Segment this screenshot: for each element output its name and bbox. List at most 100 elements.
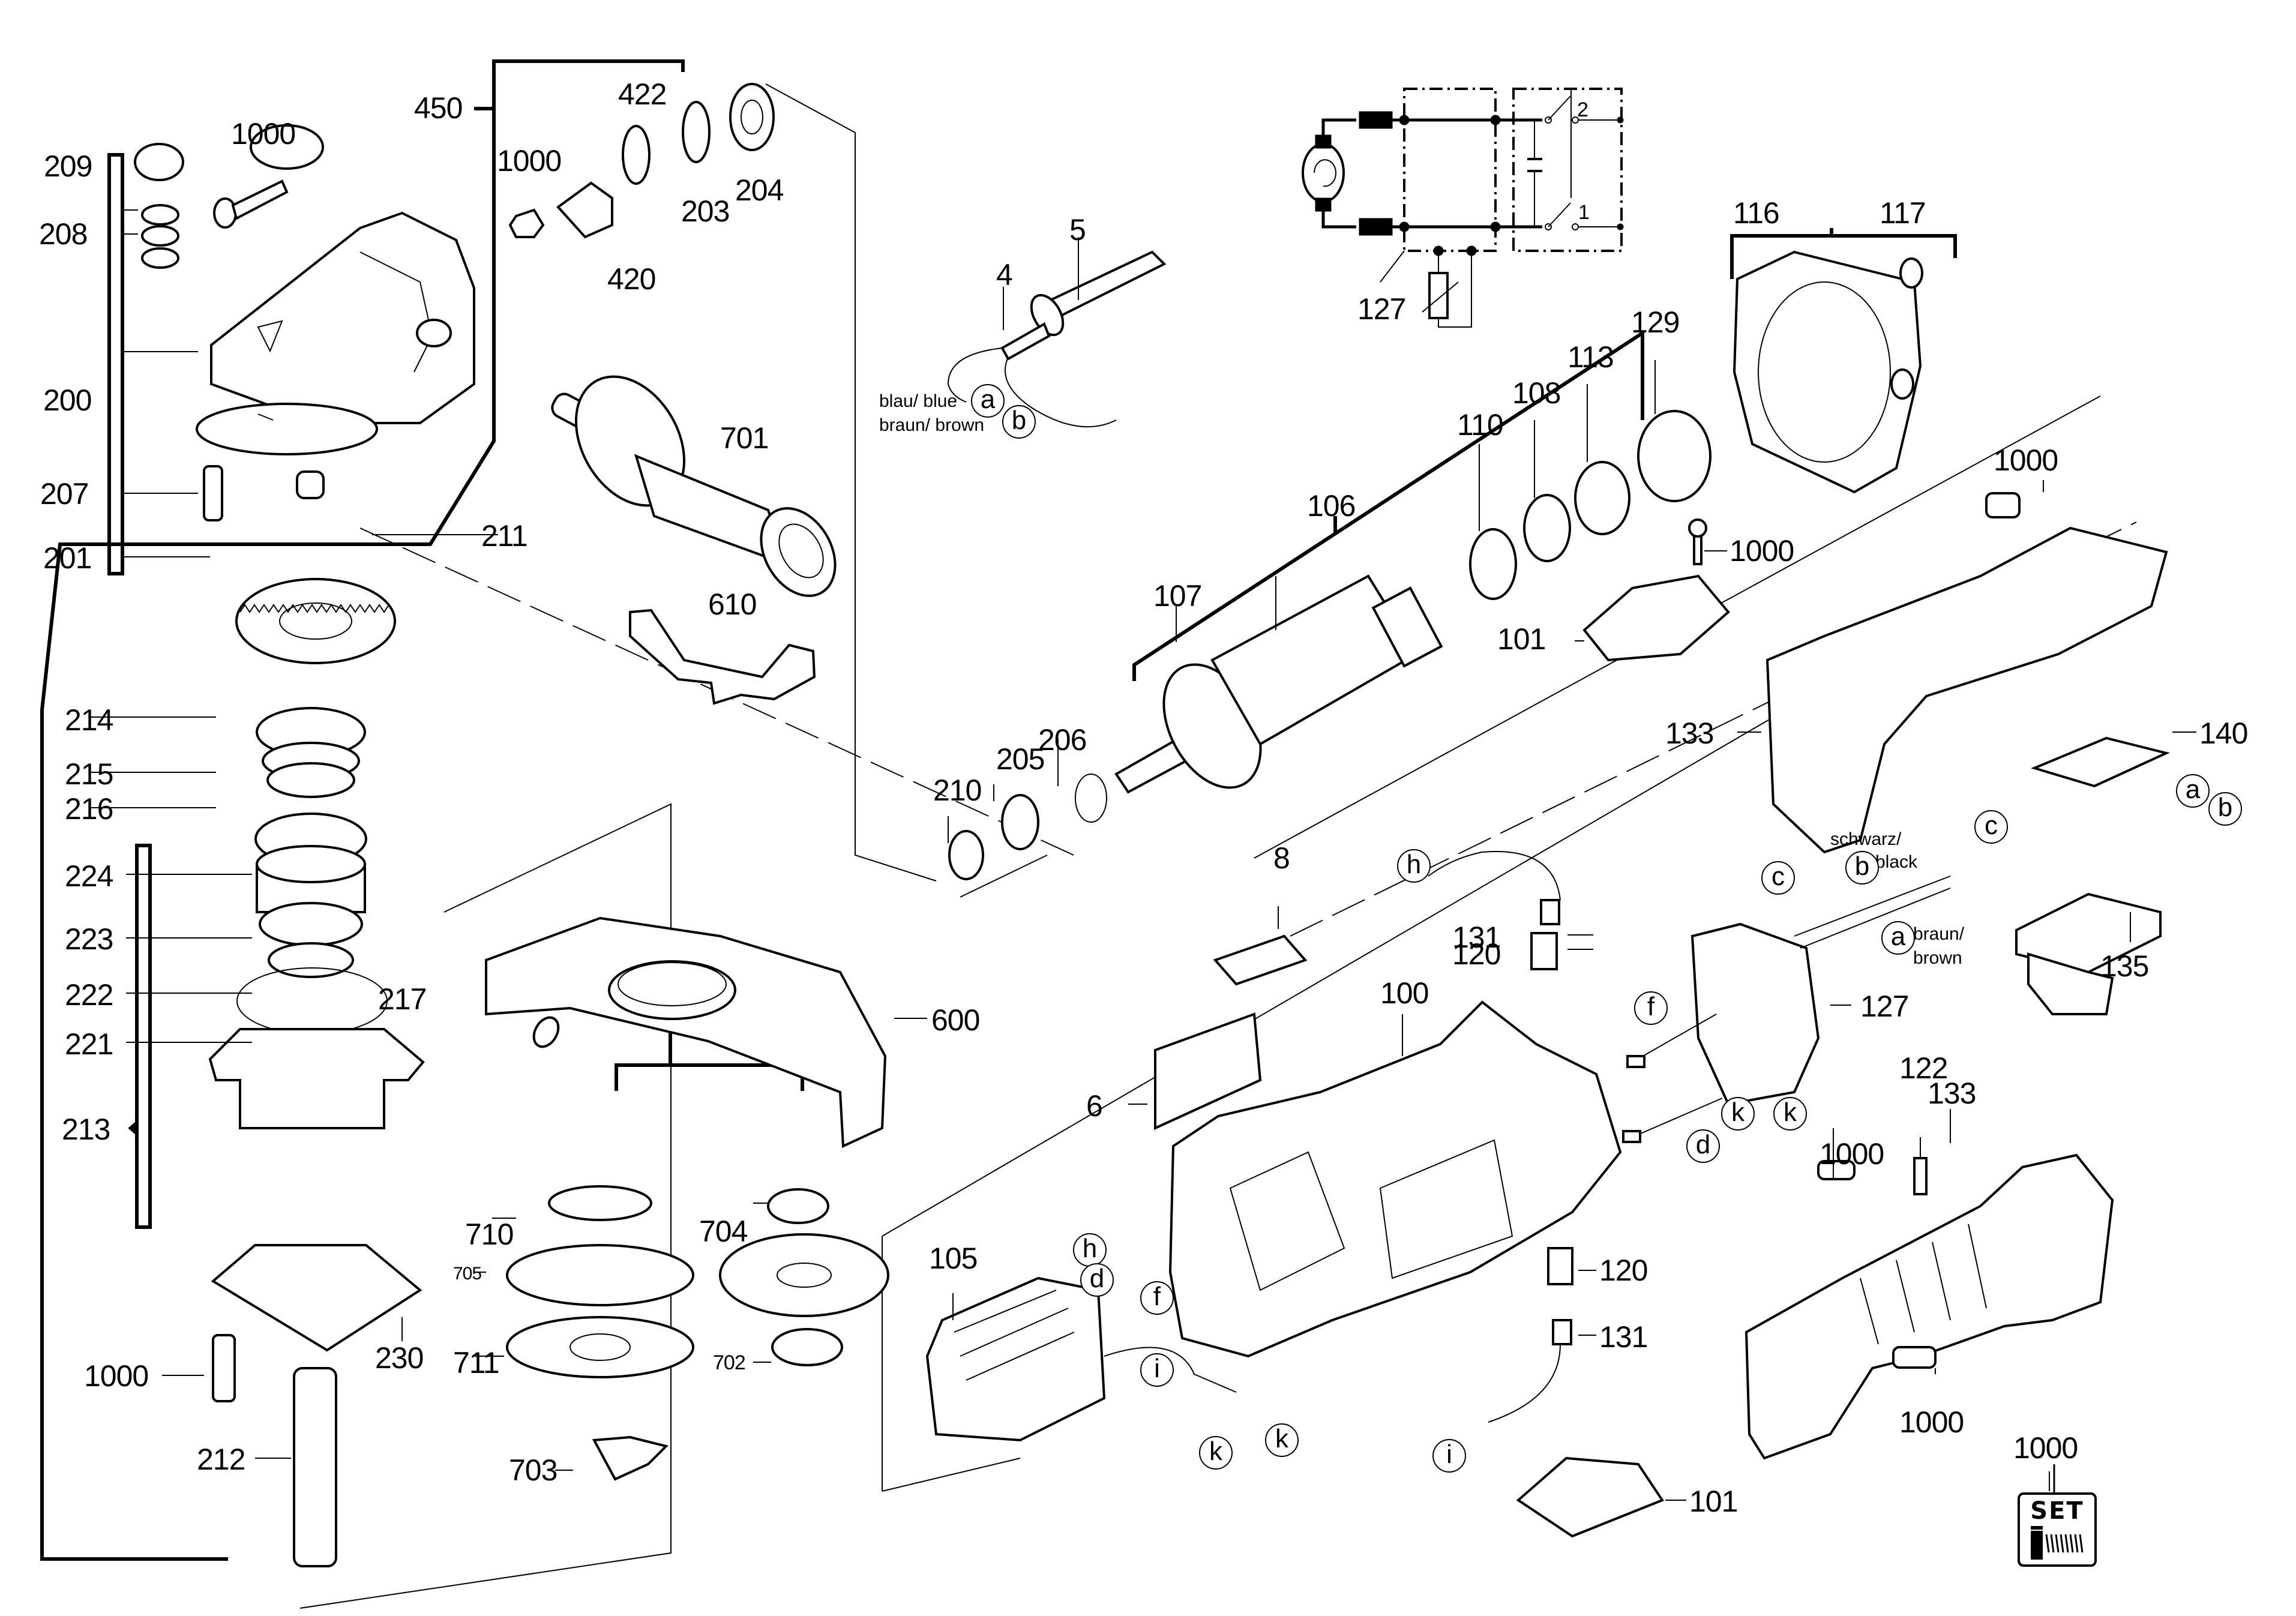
label-204: 204: [735, 173, 784, 207]
label-213: 213: [62, 1113, 110, 1146]
switch-135: [2015, 892, 2162, 1015]
wrench-703: [592, 1435, 669, 1481]
label-120-bottom: 120: [1599, 1254, 1648, 1287]
label-1000-e: 1000: [84, 1359, 149, 1393]
guard-and-accessories: [474, 916, 927, 1481]
electronics-127: [1622, 876, 1951, 1143]
ring-216: [266, 762, 355, 798]
label-221: 221: [65, 1027, 113, 1061]
pin-117: [1899, 257, 1923, 289]
armature-group: [948, 360, 1711, 880]
label-600: 600: [931, 1003, 980, 1037]
marker-k-electronics-1: k: [1721, 1097, 1755, 1131]
pinion-group: [508, 83, 775, 239]
label-200: 200: [43, 383, 92, 417]
label-127-electronics: 127: [1860, 990, 1909, 1023]
label-133-bottom: 133: [1928, 1077, 1976, 1110]
flange-213: [208, 1028, 425, 1129]
brush-131-top: [1540, 899, 1560, 925]
label-230: 230: [375, 1341, 424, 1375]
marker-b-cord: b: [1002, 405, 1036, 439]
nut-704: [767, 1188, 829, 1224]
flange-705: [506, 1244, 694, 1306]
marker-k-electronics-2: k: [1773, 1097, 1807, 1131]
label-1000-d: 1000: [1994, 443, 2058, 477]
bearing-plate-116: [1733, 250, 1923, 494]
label-224: 224: [65, 859, 113, 893]
label-131-bottom: 131: [1599, 1320, 1648, 1354]
side-handle-701: [551, 375, 837, 597]
flange-711: [506, 1316, 694, 1378]
switch-brown-note-1: braun/: [1913, 924, 1965, 944]
label-1000-b: 1000: [497, 144, 562, 178]
label-101-top: 101: [1497, 622, 1546, 656]
label-8: 8: [1273, 841, 1290, 875]
label-131-top: 131: [1452, 921, 1501, 954]
set-leader-line: [2053, 1464, 2055, 1494]
label-212: 212: [197, 1443, 245, 1476]
label-209: 209: [44, 149, 92, 183]
screw-1000-clip: [1817, 1160, 1856, 1180]
label-1000-f: 1000: [1820, 1137, 1884, 1171]
marker-b-switch: b: [2208, 792, 2242, 826]
marker-a-electronics: a: [1881, 921, 1915, 955]
label-223: 223: [65, 922, 113, 956]
ring-221: [268, 942, 354, 978]
disc-702-wheel: [719, 1233, 889, 1317]
label-8: [1213, 934, 1308, 986]
label-108: 108: [1512, 376, 1561, 410]
label-133-top: 133: [1665, 716, 1714, 750]
label-129: 129: [1631, 305, 1680, 339]
bevel-pinion: [556, 181, 613, 239]
marker-h-top: h: [1397, 849, 1431, 883]
fan-110: [1469, 528, 1517, 600]
nut-1000: [508, 208, 545, 238]
bearing-113: [1574, 461, 1630, 535]
label-106: 106: [1307, 489, 1356, 523]
switch-pole-1: 1: [1578, 201, 1590, 224]
label-208: 208: [39, 217, 88, 251]
spindle-stack: [90, 578, 425, 1567]
marker-d-electronics: d: [1686, 1129, 1720, 1163]
label-610: 610: [708, 587, 757, 621]
service-cover-101-bottom: [1516, 1456, 1686, 1538]
handle-half-133-bottom: [1745, 1109, 2114, 1491]
pin-207: [203, 465, 223, 521]
marker-k-stator-1: k: [1199, 1436, 1233, 1470]
screw-1000-flange: [212, 1334, 236, 1402]
label-203: 203: [681, 194, 730, 228]
switch-brown-note-2: brown: [1913, 948, 1962, 968]
marker-d-stator: d: [1080, 1263, 1114, 1297]
label-710: 710: [465, 1218, 514, 1251]
washer-222: [259, 902, 363, 946]
screw-icon: [2031, 1526, 2084, 1560]
label-117: 117: [1880, 196, 1926, 230]
switch-pole-2: 2: [1577, 98, 1588, 121]
label-110: 110: [1457, 408, 1504, 442]
label-705: 705: [453, 1264, 482, 1284]
cord-blue-note: blau/ blue: [879, 391, 958, 411]
marker-a-switch: a: [2176, 774, 2210, 808]
ring-206: [1075, 773, 1107, 823]
label-1000-g: 1000: [1899, 1405, 1964, 1439]
label-207: 207: [40, 477, 89, 511]
pad-140: [2031, 736, 2171, 788]
label-201: 201: [43, 541, 92, 575]
label-206: 206: [1038, 723, 1087, 757]
label-6: 6: [1086, 1089, 1103, 1123]
label-450: 450: [414, 91, 463, 125]
marker-f-electronics: f: [1634, 991, 1668, 1025]
marker-c-electronics: c: [1761, 861, 1795, 895]
marker-a-cord: a: [971, 384, 1005, 418]
label-113: 113: [1567, 340, 1614, 374]
flange-702: [771, 1328, 843, 1366]
switch-black-note-1: schwarz/: [1830, 829, 1902, 849]
label-217: 217: [378, 982, 427, 1016]
label-107: 107: [1153, 579, 1202, 613]
label-703: 703: [509, 1453, 557, 1487]
marker-f-stator: f: [1140, 1281, 1174, 1315]
label-211: 211: [481, 519, 528, 553]
motor-housing-100: [1128, 906, 1622, 1358]
marker-i-brush: i: [1432, 1439, 1466, 1473]
